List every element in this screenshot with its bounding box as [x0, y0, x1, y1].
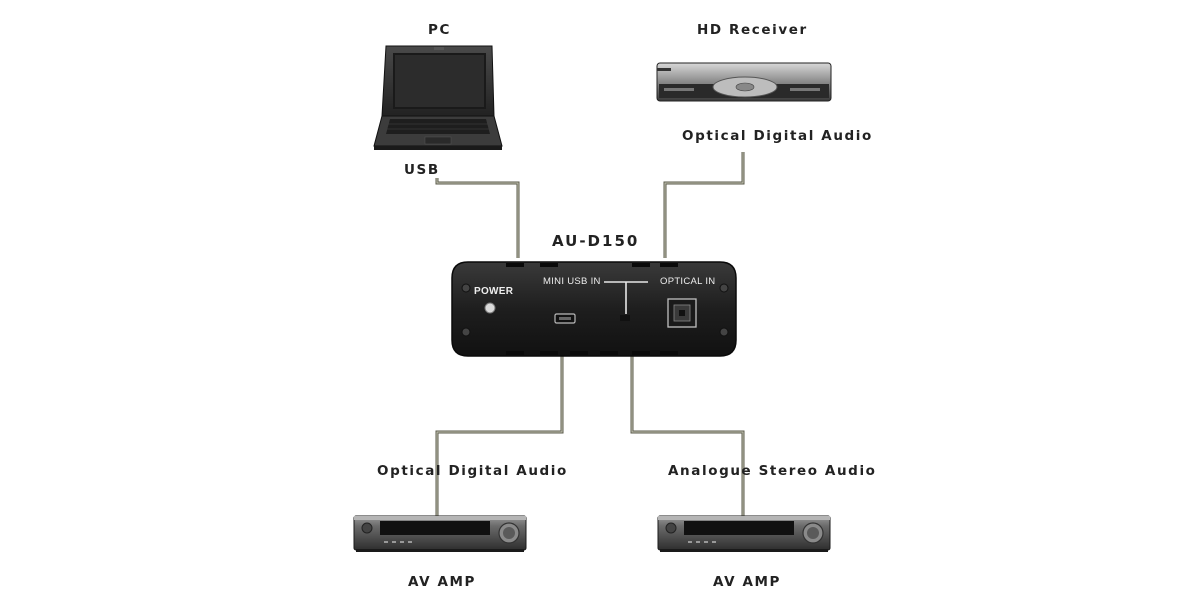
av-amplifier-icon-right — [657, 515, 831, 552]
amp-right-port-label: Analogue Stereo Audio — [668, 463, 877, 479]
amp-left-port-label: Optical Digital Audio — [377, 463, 568, 479]
cables — [435, 152, 745, 516]
amp-right-label: AV AMP — [713, 574, 782, 590]
cable-optical-out — [435, 356, 564, 516]
cable-usb — [435, 178, 520, 258]
av-amplifier-icon-left — [353, 515, 527, 552]
converter-box-icon — [451, 261, 737, 357]
power-label: POWER — [474, 286, 514, 297]
converter-model-label: AU-D150 — [552, 232, 640, 250]
pc-label: PC — [428, 22, 452, 38]
hd-receiver-label: HD Receiver — [697, 22, 808, 38]
set-top-box-icon — [656, 62, 832, 102]
usb-port-label: USB — [404, 162, 440, 178]
mini-usb-in-label: MINI USB IN — [543, 276, 601, 287]
receiver-port-label: Optical Digital Audio — [682, 128, 873, 144]
amp-left-label: AV AMP — [408, 574, 477, 590]
cable-analogue-out — [630, 356, 745, 516]
laptop-icon — [373, 45, 503, 150]
optical-in-label: OPTICAL IN — [660, 276, 716, 287]
cable-optical-in — [663, 152, 745, 258]
